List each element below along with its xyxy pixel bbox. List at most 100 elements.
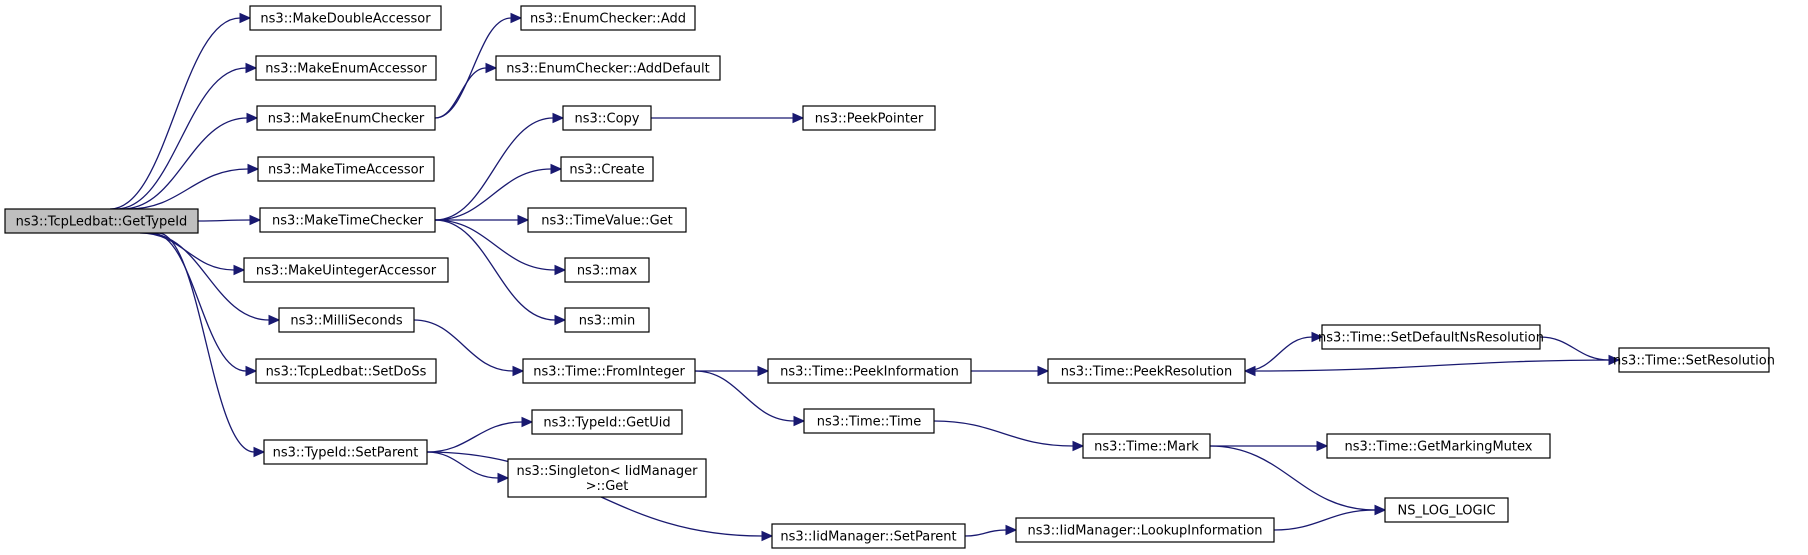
node-box-makeTimeChecker[interactable] bbox=[259, 207, 436, 233]
node-timeValueGet[interactable]: ns3::TimeValue::Get bbox=[527, 207, 687, 233]
arrowhead-iidSetParent-to-lookupInfo bbox=[1005, 524, 1018, 536]
node-getMarkingMutex[interactable]: ns3::Time::GetMarkingMutex bbox=[1326, 433, 1551, 459]
node-box-makeTimeAcc[interactable] bbox=[257, 156, 435, 182]
node-copy[interactable]: ns3::Copy bbox=[562, 105, 652, 131]
node-iidSetParent[interactable]: ns3::IidManager::SetParent bbox=[771, 523, 966, 549]
node-box-makeEnumChecker[interactable] bbox=[256, 105, 436, 131]
node-setDoSs[interactable]: ns3::TcpLedbat::SetDoSs bbox=[255, 358, 437, 384]
node-label-nsLogLogic: NS_LOG_LOGIC bbox=[1397, 504, 1495, 519]
node-max[interactable]: ns3::max bbox=[564, 257, 650, 283]
arrowhead-getTypeId-to-milliSeconds bbox=[268, 314, 281, 326]
node-getTypeId[interactable]: ns3::TcpLedbat::GetTypeId bbox=[4, 208, 199, 234]
node-milliSeconds[interactable]: ns3::MilliSeconds bbox=[278, 307, 415, 333]
arrowhead-typeIdSetParent-to-iidSetParent bbox=[761, 530, 774, 542]
node-box-peekPointer[interactable] bbox=[802, 105, 936, 131]
arrowhead-getTypeId-to-typeIdSetParent bbox=[253, 446, 266, 458]
node-makeEnumAcc[interactable]: ns3::MakeEnumAccessor bbox=[255, 55, 437, 81]
node-makeTimeChecker[interactable]: ns3::MakeTimeChecker bbox=[259, 207, 436, 233]
node-box-iidSetParent[interactable] bbox=[771, 523, 966, 549]
node-enumAdd[interactable]: ns3::EnumChecker::Add bbox=[520, 5, 696, 31]
node-label-singletonGet: ns3::Singleton< IidManager bbox=[516, 464, 698, 479]
node-timeTime[interactable]: ns3::Time::Time bbox=[803, 408, 935, 434]
arrowhead-getTypeId-to-makeDoubleAcc bbox=[239, 12, 252, 24]
node-box-timeValueGet[interactable] bbox=[527, 207, 687, 233]
node-lookupInfo[interactable]: ns3::IidManager::LookupInformation bbox=[1015, 517, 1275, 543]
node-box-min[interactable] bbox=[564, 307, 650, 333]
edge-iidSetParent-to-lookupInfo bbox=[964, 529, 1007, 537]
edge-makeTimeChecker-to-create bbox=[434, 168, 552, 221]
node-label-setDoSs: ns3::TcpLedbat::SetDoSs bbox=[266, 365, 427, 380]
node-box-fromInteger[interactable] bbox=[522, 358, 696, 384]
node-box-typeIdGetUid[interactable] bbox=[531, 409, 683, 435]
edge-typeIdSetParent-to-typeIdGetUid bbox=[426, 421, 523, 453]
node-label-setDefaultNsRes: ns3::Time::SetDefaultNsResolution bbox=[1318, 331, 1544, 346]
node-typeIdGetUid[interactable]: ns3::TypeId::GetUid bbox=[531, 409, 683, 435]
node-box-enumAddDefault[interactable] bbox=[495, 55, 721, 81]
node-typeIdSetParent[interactable]: ns3::TypeId::SetParent bbox=[263, 439, 428, 465]
arrowhead-timeMark-to-getMarkingMutex bbox=[1316, 440, 1329, 452]
node-label-peekInformation: ns3::Time::PeekInformation bbox=[780, 365, 959, 380]
node-box-singletonGet[interactable] bbox=[507, 458, 707, 498]
node-makeTimeAcc[interactable]: ns3::MakeTimeAccessor bbox=[257, 156, 435, 182]
node-box-getTypeId[interactable] bbox=[4, 208, 199, 234]
node-box-setResolution[interactable] bbox=[1618, 347, 1770, 373]
node-label-milliSeconds: ns3::MilliSeconds bbox=[290, 314, 403, 329]
arrowhead-fromInteger-to-timeTime bbox=[793, 415, 806, 427]
node-setResolution[interactable]: ns3::Time::SetResolution bbox=[1613, 347, 1775, 373]
node-box-max[interactable] bbox=[564, 257, 650, 283]
node-box-setDefaultNsRes[interactable] bbox=[1321, 324, 1541, 350]
arrowhead-makeTimeChecker-to-timeValueGet bbox=[517, 214, 530, 226]
node-box-nsLogLogic[interactable] bbox=[1384, 497, 1509, 523]
node-label-makeEnumAcc: ns3::MakeEnumAccessor bbox=[265, 62, 427, 77]
node-box-setDoSs[interactable] bbox=[255, 358, 437, 384]
node-layer: ns3::TcpLedbat::GetTypeId ns3::MakeDouble… bbox=[4, 5, 1775, 549]
node-peekPointer[interactable]: ns3::PeekPointer bbox=[802, 105, 936, 131]
node-label-enumAddDefault: ns3::EnumChecker::AddDefault bbox=[506, 62, 709, 77]
node-timeMark[interactable]: ns3::Time::Mark bbox=[1082, 433, 1211, 459]
node-makeDoubleAcc[interactable]: ns3::MakeDoubleAccessor bbox=[249, 5, 442, 31]
node-box-lookupInfo[interactable] bbox=[1015, 517, 1275, 543]
node-box-enumAdd[interactable] bbox=[520, 5, 696, 31]
node-box-peekResolution[interactable] bbox=[1047, 358, 1246, 384]
node-label-getMarkingMutex: ns3::Time::GetMarkingMutex bbox=[1345, 440, 1533, 455]
node-box-create[interactable] bbox=[560, 156, 654, 182]
arrowhead-getTypeId-to-makeEnumChecker bbox=[246, 112, 259, 124]
node-box-typeIdSetParent[interactable] bbox=[263, 439, 428, 465]
arrowhead-makeTimeChecker-to-max bbox=[554, 264, 567, 276]
arrowhead-milliSeconds-to-fromInteger bbox=[512, 365, 525, 377]
node-box-copy[interactable] bbox=[562, 105, 652, 131]
node-peekResolution[interactable]: ns3::Time::PeekResolution bbox=[1047, 358, 1246, 384]
node-min[interactable]: ns3::min bbox=[564, 307, 650, 333]
node-box-peekInformation[interactable] bbox=[767, 358, 972, 384]
node-box-timeMark[interactable] bbox=[1082, 433, 1211, 459]
arrowhead-makeTimeChecker-to-copy bbox=[552, 112, 565, 124]
node-box-getMarkingMutex[interactable] bbox=[1326, 433, 1551, 459]
node-label-copy: ns3::Copy bbox=[574, 112, 639, 127]
node-box-milliSeconds[interactable] bbox=[278, 307, 415, 333]
edge-makeTimeChecker-to-copy bbox=[434, 117, 554, 221]
node-setDefaultNsRes[interactable]: ns3::Time::SetDefaultNsResolution bbox=[1318, 324, 1544, 350]
node-box-makeUintAcc[interactable] bbox=[243, 257, 449, 283]
node-singletonGet[interactable]: ns3::Singleton< IidManager>::Get bbox=[507, 458, 707, 498]
node-box-makeEnumAcc[interactable] bbox=[255, 55, 437, 81]
node-label-singletonGet: >::Get bbox=[586, 479, 629, 494]
arrowhead-lookupInfo-to-nsLogLogic bbox=[1374, 504, 1387, 516]
node-fromInteger[interactable]: ns3::Time::FromInteger bbox=[522, 358, 696, 384]
node-create[interactable]: ns3::Create bbox=[560, 156, 654, 182]
node-label-makeUintAcc: ns3::MakeUintegerAccessor bbox=[256, 264, 437, 279]
edge-milliSeconds-to-fromInteger bbox=[413, 319, 514, 372]
arrowhead-peekInformation-to-peekResolution bbox=[1037, 365, 1050, 377]
edge-makeEnumChecker-to-enumAddDefault bbox=[434, 67, 487, 119]
node-label-typeIdGetUid: ns3::TypeId::GetUid bbox=[543, 416, 670, 431]
node-box-makeDoubleAcc[interactable] bbox=[249, 5, 442, 31]
node-box-timeTime[interactable] bbox=[803, 408, 935, 434]
node-nsLogLogic[interactable]: NS_LOG_LOGIC bbox=[1384, 497, 1509, 523]
arrowhead-peekResolution-to-setDefaultNsRes bbox=[1311, 331, 1324, 343]
node-peekInformation[interactable]: ns3::Time::PeekInformation bbox=[767, 358, 972, 384]
arrowhead-timeTime-to-timeMark bbox=[1072, 440, 1085, 452]
node-makeUintAcc[interactable]: ns3::MakeUintegerAccessor bbox=[243, 257, 449, 283]
node-makeEnumChecker[interactable]: ns3::MakeEnumChecker bbox=[256, 105, 436, 131]
node-enumAddDefault[interactable]: ns3::EnumChecker::AddDefault bbox=[495, 55, 721, 81]
arrowhead-makeEnumChecker-to-enumAddDefault bbox=[485, 62, 498, 74]
